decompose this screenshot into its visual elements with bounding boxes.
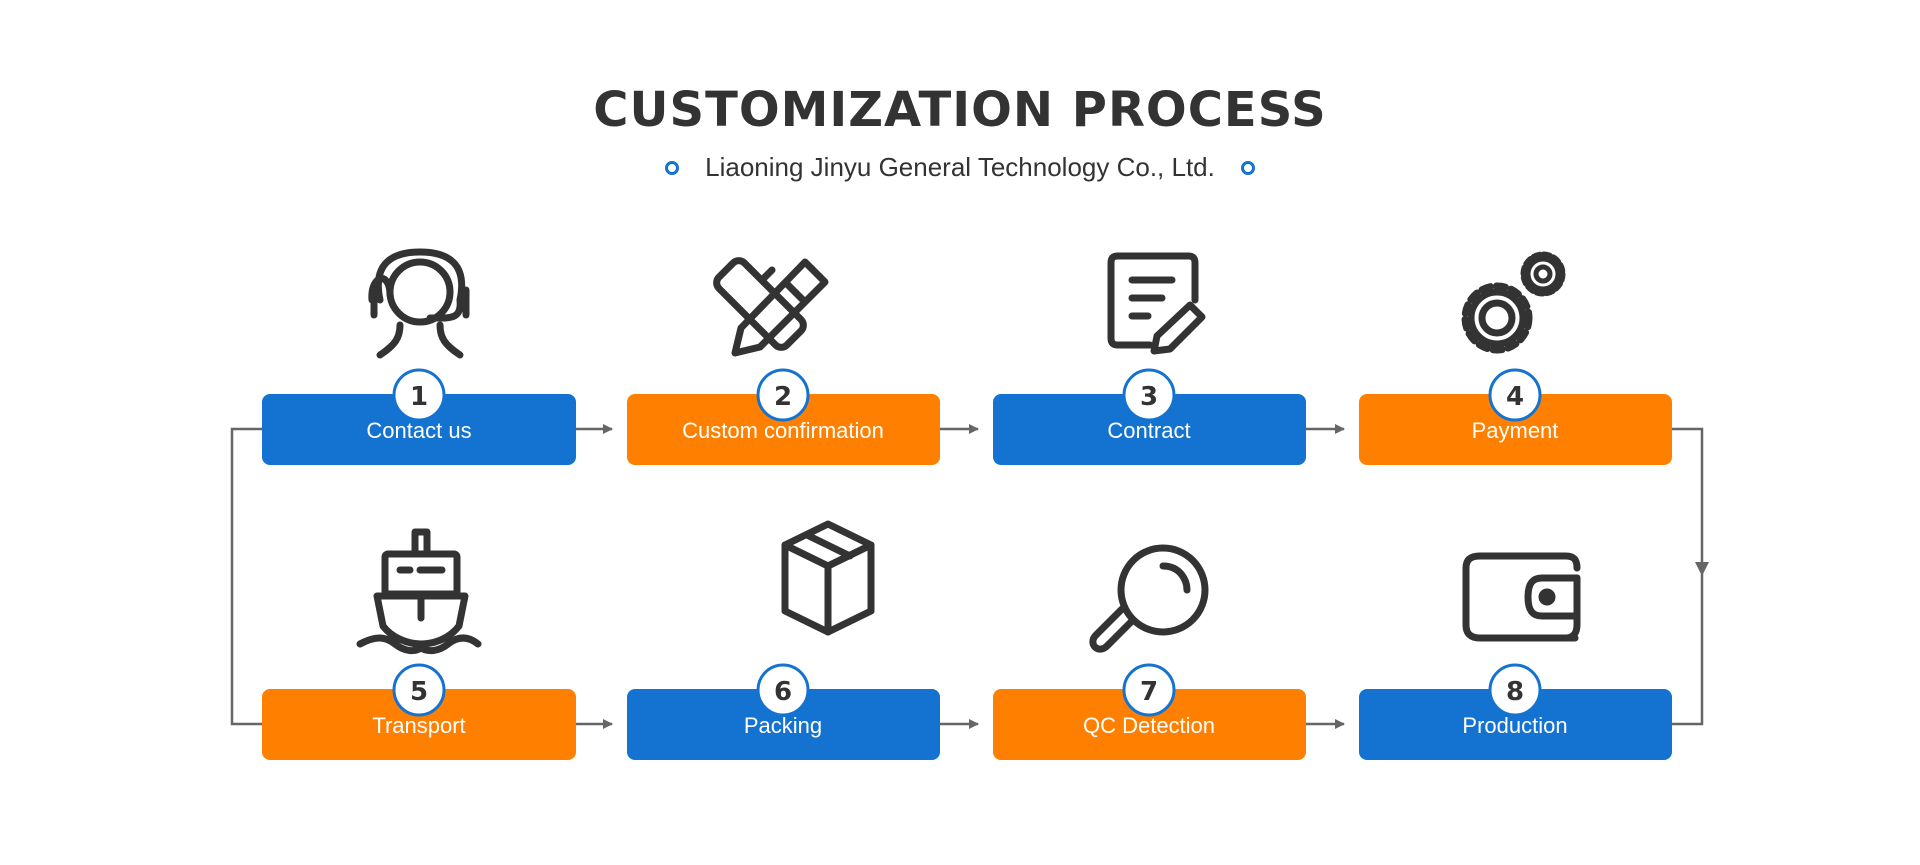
step-7-number: 7 — [1140, 677, 1158, 707]
document-edit-icon — [1107, 252, 1206, 355]
step-4-label: Payment — [1472, 418, 1559, 443]
step-1-label: Contact us — [366, 418, 471, 443]
subtitle-row: Liaoning Jinyu General Technology Co., L… — [0, 152, 1920, 183]
step-8-badge — [1488, 663, 1542, 717]
headset-agent-icon — [368, 248, 470, 359]
ship-icon — [356, 528, 482, 655]
step-6-box — [627, 689, 940, 760]
step-2-badge — [756, 368, 810, 422]
connectors — [230, 424, 1709, 729]
step-8: Production 8 — [1359, 663, 1672, 760]
step-4-badge — [1488, 368, 1542, 422]
step-5-box — [262, 689, 576, 760]
wallet-icon — [1462, 552, 1581, 642]
step-2-label: Custom confirmation — [682, 418, 884, 443]
step-5-label: Transport — [372, 713, 465, 738]
step-5-number: 5 — [410, 677, 428, 707]
step-8-label: Production — [1462, 713, 1567, 738]
step-8-number: 8 — [1506, 677, 1524, 707]
step-3-badge — [1122, 368, 1176, 422]
step-3: Contract 3 — [993, 368, 1306, 465]
step-7: QC Detection 7 — [993, 663, 1306, 760]
step-1-badge — [392, 368, 446, 422]
step-7-label: QC Detection — [1083, 713, 1215, 738]
step-5: Transport 5 — [262, 663, 576, 760]
page-title: CUSTOMIZATION PROCESS — [593, 82, 1327, 138]
ring-right-icon — [1240, 160, 1255, 175]
step-6-label: Packing — [744, 713, 822, 738]
step-7-box — [993, 689, 1306, 760]
step-6-badge — [756, 663, 810, 717]
step-6-number: 6 — [774, 677, 792, 707]
step-1-box — [262, 394, 576, 465]
step-4-box — [1359, 394, 1672, 465]
step-3-box — [993, 394, 1306, 465]
step-2: Custom confirmation 2 — [627, 368, 940, 465]
step-4: Payment 4 — [1359, 368, 1672, 465]
step-1: Contact us 1 — [262, 368, 576, 465]
magnifier-icon — [1089, 544, 1209, 653]
step-1-number: 1 — [410, 382, 428, 412]
step-3-number: 3 — [1140, 382, 1158, 412]
step-3-label: Contract — [1107, 418, 1190, 443]
step-2-box — [627, 394, 940, 465]
step-4-number: 4 — [1506, 382, 1524, 412]
step-7-badge — [1122, 663, 1176, 717]
ring-left-icon — [665, 160, 680, 175]
step-6: Packing 6 — [627, 663, 940, 760]
box-icon — [781, 520, 875, 636]
left-loop-line — [230, 427, 262, 726]
right-loop-line — [1672, 427, 1704, 726]
gears-icon — [1461, 251, 1566, 354]
right-loop-arrowhead — [1695, 562, 1709, 576]
pencil-ruler-icon — [713, 257, 829, 357]
company-name: Liaoning Jinyu General Technology Co., L… — [705, 152, 1215, 182]
step-2-number: 2 — [774, 382, 792, 412]
step-5-badge — [392, 663, 446, 717]
step-8-box — [1359, 689, 1672, 760]
